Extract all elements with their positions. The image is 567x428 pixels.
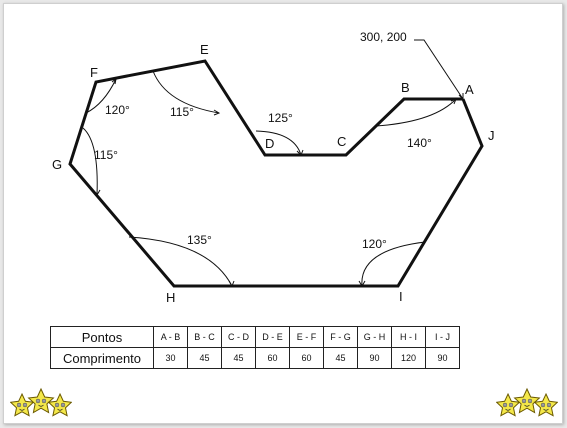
- star-mascot-icon: [27, 387, 55, 414]
- star-mascots-right: [496, 387, 558, 417]
- vertex-label-G: G: [52, 157, 62, 172]
- length-cell: 60: [255, 347, 290, 369]
- segment-cell: D - E: [255, 326, 290, 348]
- segment-cell: I - J: [425, 326, 460, 348]
- arrowhead-E: [213, 109, 221, 116]
- length-cell: 90: [357, 347, 392, 369]
- vertex-label-D: D: [265, 136, 274, 151]
- lengths-table: Pontos A - B B - C C - D D - E E - F F -…: [50, 326, 460, 369]
- polygon-diagram: A B C D E F G H I J 120° 115° 115° 125° …: [52, 30, 495, 305]
- table-row-lengths: Comprimento 30 45 45 60 60 45 90 120 90: [50, 347, 460, 369]
- slide: A B C D E F G H I J 120° 115° 115° 125° …: [3, 3, 563, 424]
- star-mascots-left: [10, 387, 72, 417]
- arrowhead-F: [111, 77, 117, 85]
- angle-arc-F: [85, 78, 117, 114]
- vertex-label-J: J: [488, 128, 495, 143]
- angle-arc-D: [255, 130, 302, 156]
- vertex-label-C: C: [337, 134, 346, 149]
- angle-arc-G: [82, 127, 98, 196]
- star-mascot-icon: [513, 387, 541, 414]
- arrowhead-B: [450, 98, 457, 105]
- callout-leader: [414, 39, 464, 100]
- table-header-points: Pontos: [50, 326, 154, 348]
- vertex-label-F: F: [90, 65, 98, 80]
- arrowhead-H: [228, 280, 235, 288]
- angle-arc-I: [361, 241, 426, 287]
- segment-cell: C - D: [221, 326, 256, 348]
- angle-arc-B: [375, 98, 457, 127]
- length-cell: 120: [391, 347, 426, 369]
- star-mascot-icon: [10, 392, 35, 417]
- length-cell: 30: [153, 347, 188, 369]
- vertex-label-B: B: [401, 80, 410, 95]
- callout-arrowhead: [458, 93, 464, 101]
- vertex-label-H: H: [166, 290, 175, 305]
- length-cell: 45: [221, 347, 256, 369]
- segment-cell: H - I: [391, 326, 426, 348]
- length-cell: 45: [187, 347, 222, 369]
- arrowhead-D: [296, 149, 304, 156]
- length-cell: 90: [425, 347, 460, 369]
- segment-cell: B - C: [187, 326, 222, 348]
- vertex-label-A: A: [465, 82, 474, 97]
- angle-arc-H: [128, 236, 233, 287]
- table-row-points: Pontos A - B B - C C - D D - E E - F F -…: [50, 326, 460, 348]
- callout-label: 300, 200: [360, 30, 407, 44]
- angle-label-E: 115°: [170, 105, 194, 119]
- angle-label-B: 140°: [407, 136, 432, 150]
- segment-cell: A - B: [153, 326, 188, 348]
- segment-cell: E - F: [289, 326, 324, 348]
- star-mascot-icon: [47, 392, 72, 417]
- length-cell: 45: [323, 347, 358, 369]
- table-header-length: Comprimento: [50, 347, 154, 369]
- arrowhead-I: [358, 280, 366, 287]
- vertex-label-I: I: [399, 289, 403, 304]
- star-mascot-icon: [533, 392, 558, 417]
- angle-label-D: 125°: [268, 111, 293, 125]
- length-cell: 60: [289, 347, 324, 369]
- angle-label-H: 135°: [187, 233, 212, 247]
- angle-label-F: 120°: [105, 103, 130, 117]
- angle-arc-E: [152, 70, 220, 114]
- segment-cell: G - H: [357, 326, 392, 348]
- arrowhead-G: [93, 189, 101, 196]
- star-mascot-icon: [496, 392, 521, 417]
- angle-label-I: 120°: [362, 237, 387, 251]
- segment-cell: F - G: [323, 326, 358, 348]
- vertex-label-E: E: [200, 42, 209, 57]
- polygon-outline: [68, 59, 484, 288]
- angle-label-G: 115°: [94, 148, 118, 162]
